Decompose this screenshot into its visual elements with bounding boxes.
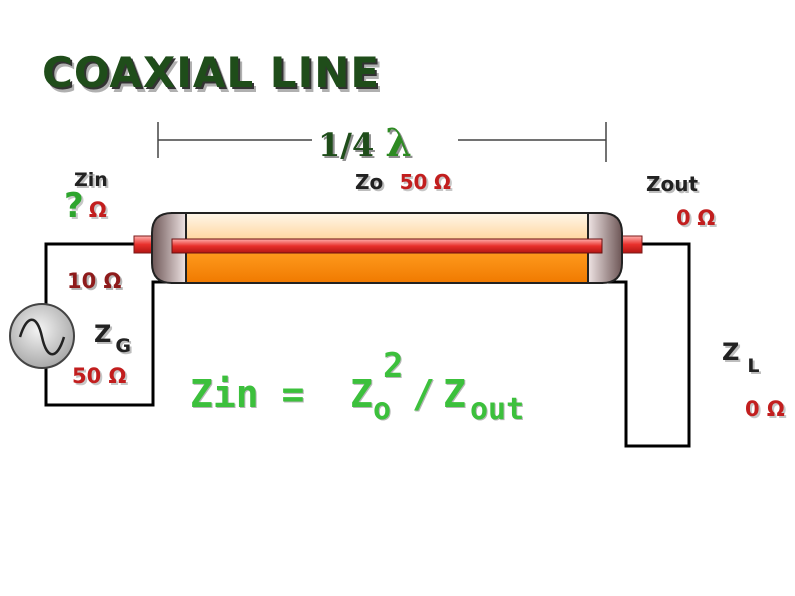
zout-value: 0 xyxy=(676,206,691,230)
zout-unit: Ω xyxy=(697,206,716,230)
zin-label: Zin xyxy=(74,169,108,191)
formula-z: Z xyxy=(350,372,373,416)
generator-resistance: 10 Ω xyxy=(67,269,122,293)
zo-unit: Ω xyxy=(433,170,451,194)
load-impedance: 0 Ω xyxy=(745,397,785,421)
zin-value-group: ? Ω xyxy=(64,186,107,226)
length-fraction: 1/4 xyxy=(318,126,375,164)
dimension-line xyxy=(157,122,607,162)
zl-sub: L xyxy=(747,355,760,377)
zo-value: 50 xyxy=(399,170,428,194)
length-label: 1/4 λ xyxy=(318,120,412,165)
page-title: COAXIAL LINE xyxy=(42,48,381,97)
zo-label-group: Zo 50 Ω xyxy=(355,170,451,194)
ac-generator-icon xyxy=(9,303,75,369)
impedance-formula: Zin = xyxy=(190,372,304,416)
formula-z-exponent: 2 xyxy=(383,346,404,386)
lambda-icon: λ xyxy=(385,120,413,165)
formula-divide: / xyxy=(412,372,435,416)
zo-label: Zo xyxy=(355,170,384,194)
formula-lhs: Zin = xyxy=(190,372,305,416)
zout-label: Zout xyxy=(646,172,699,196)
generator-impedance: 50 Ω xyxy=(72,364,127,388)
circuit-wires xyxy=(44,242,691,448)
coax-line xyxy=(133,212,643,284)
formula-z2-sub: out xyxy=(470,392,525,427)
zg-z: Z xyxy=(94,320,112,348)
zg-sub: G xyxy=(115,335,132,357)
formula-z2: Z xyxy=(443,372,466,416)
formula-z-sub: o xyxy=(373,392,392,427)
zl-z: Z xyxy=(722,338,740,366)
zin-value: ? xyxy=(64,186,84,226)
zin-unit: Ω xyxy=(88,198,107,222)
zout-value-group: 0 Ω xyxy=(676,206,715,230)
